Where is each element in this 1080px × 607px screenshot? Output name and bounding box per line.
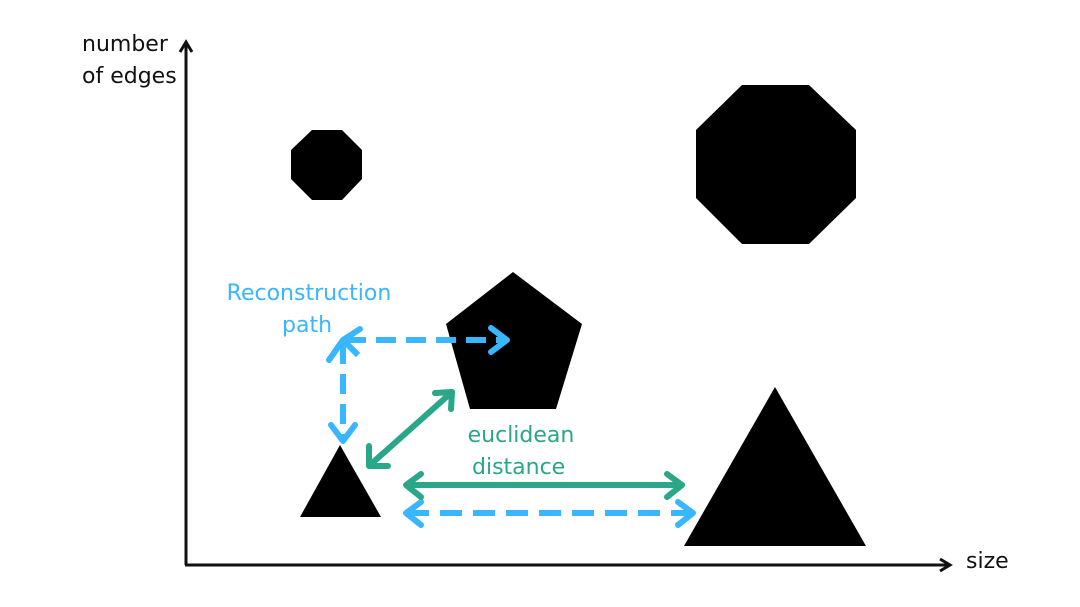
x-axis-label: size [966,549,1009,574]
y-axis-arrowhead [178,39,194,53]
large-triangle-icon [684,387,866,546]
euclidean-label-line1: euclidean [467,423,575,448]
reconstruction-path [326,325,696,528]
y-axis-label-line2: of edges [82,64,177,89]
recon-bottom-left-arrowhead [403,499,424,528]
x-axis-arrowhead [939,557,953,573]
recon-vertical-arrowhead [328,422,358,444]
euclid-horizontal-head-left [403,471,424,500]
small-triangle-icon [300,445,381,517]
small-octagon-icon [291,130,362,200]
axes [178,39,953,573]
euclid-diagonal-head-lower [366,443,391,469]
y-axis-label: number of edges [82,29,192,93]
reconstruction-path-label: Reconstruction path [224,278,394,342]
recon-corner-diagonal [340,337,361,358]
euclid-horizontal-head-right [664,471,685,500]
reconstruction-label-line1: Reconstruction [226,281,392,306]
euclidean-label-line2: distance [472,455,566,480]
euclidean-distance-label: euclidean distance [466,420,576,484]
recon-horizontal-arrowhead [488,325,510,355]
large-octagon-icon [696,85,856,244]
euclidean-distance [366,389,685,500]
reconstruction-label-line2: path [282,313,333,338]
y-axis-label-line1: number [82,32,168,57]
recon-bottom-right-arrowhead [675,499,696,528]
pentagon-icon [446,272,582,409]
euclid-diagonal-head-upper [432,389,455,412]
euclid-diagonal-line [367,389,455,468]
